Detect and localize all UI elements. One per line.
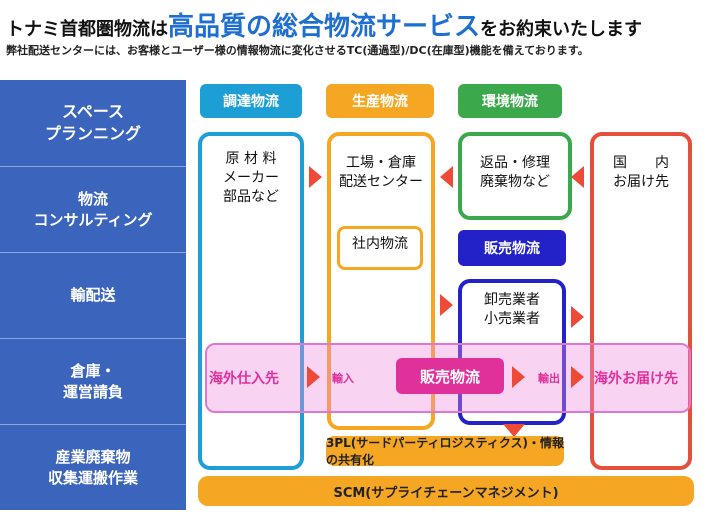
arrow-left-icon (440, 166, 453, 188)
sidebar-divider (0, 424, 186, 425)
category-sales: 販売物流 (458, 230, 566, 266)
sidebar-item-consulting: 物流 コンサルティング (33, 190, 153, 229)
title-highlight: 高品質の総合物流サービス (168, 12, 481, 42)
inhouse-text: 社内物流 (352, 236, 408, 252)
sidebar-item-warehouse: 倉庫・ 運営請負 (62, 362, 123, 401)
arrow-right-icon (571, 306, 584, 328)
category-production: 生産物流 (326, 84, 434, 118)
arrow-right-icon (307, 366, 320, 388)
arrow-right-icon (440, 294, 453, 316)
import-label: 輸入 (332, 372, 354, 385)
arrow-right-icon (309, 166, 322, 188)
domestic-text: 国 内 お届け先 (613, 155, 669, 190)
sidebar-item-delivery: 輸配送 (70, 286, 116, 305)
overseas-destination: 海外お届け先 (594, 371, 678, 387)
domestic-column (590, 132, 692, 470)
factory-text: 工場・倉庫 配送センター (339, 155, 423, 190)
scm-bar: SCM(サプライチェーンマネジメント) (198, 476, 694, 506)
arrow-down-icon (503, 424, 525, 437)
export-label: 輸出 (538, 372, 560, 385)
page-title: トナミ首都圏物流は高品質の総合物流サービスをお約束いたします (6, 6, 642, 43)
title-part1: トナミ首都圏物流は (6, 19, 168, 40)
category-environment: 環境物流 (458, 84, 562, 118)
category-procurement: 調達物流 (200, 84, 302, 118)
sidebar-item-space-planning: スペース プランニング (44, 102, 141, 143)
overseas-source: 海外仕入先 (209, 371, 279, 387)
returns-text: 返品・修理 廃棄物など (480, 155, 550, 190)
service-sidebar: スペース プランニング 物流 コンサルティング 輸配送 倉庫・ 運営請負 産業廃… (0, 80, 186, 510)
arrow-right-icon (512, 366, 525, 388)
arrow-left-icon (571, 166, 584, 188)
page-subtitle: 弊社配送センターには、お客様とユーザー様の情報物流に変化させるTC(通過型)/D… (6, 44, 589, 57)
title-part3: をお約束いたします (480, 19, 643, 40)
overseas-sales-pill: 販売物流 (396, 358, 504, 394)
procurement-column (198, 132, 304, 470)
sales-column (458, 279, 566, 425)
arrow-right-icon (571, 366, 584, 388)
inhouse-box (337, 226, 423, 270)
sidebar-divider (0, 166, 186, 167)
wholesale-text: 卸売業者 小売業者 (484, 292, 540, 327)
sidebar-item-waste: 産業廃棄物 収集運搬作業 (47, 448, 138, 487)
tpl-bar: 3PL(サードパーティロジスティクス)・情報の共有化 (326, 436, 564, 467)
sidebar-divider (0, 338, 186, 339)
sidebar-divider (0, 252, 186, 253)
materials-text: 原 材 料 メーカー 部品など (223, 151, 279, 205)
returns-box (458, 132, 572, 220)
